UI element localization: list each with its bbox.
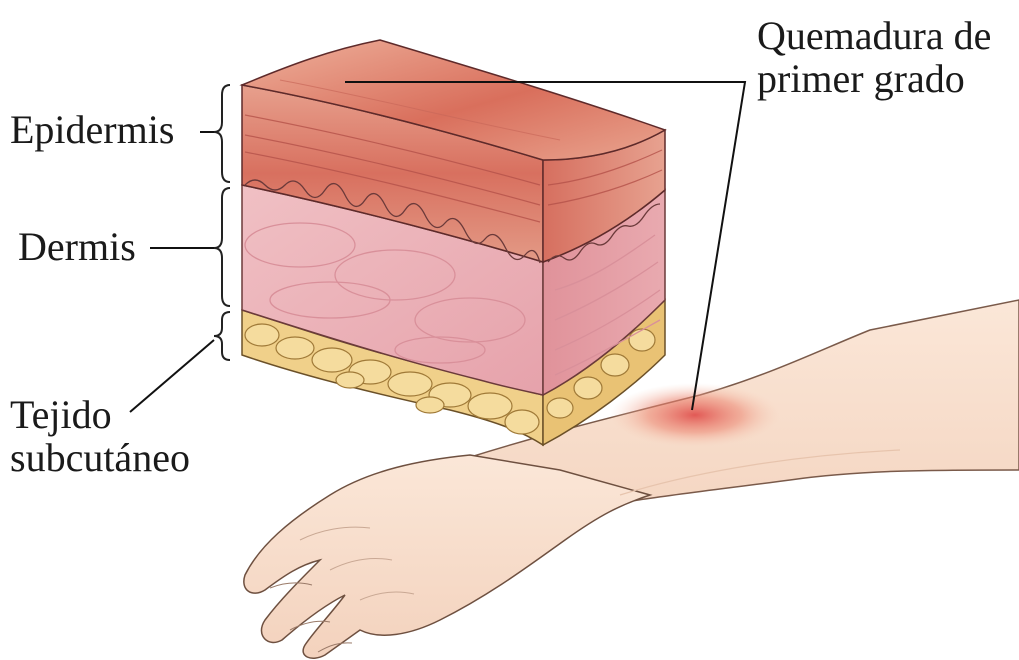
- label-subcutaneous-line1: Tejido: [10, 393, 190, 436]
- epidermis-bracket: [214, 85, 230, 182]
- label-first-degree-burn: Quemadura de primer grado: [757, 14, 991, 100]
- label-burn-line2: primer grado: [757, 57, 991, 100]
- dermis-bracket: [214, 188, 230, 306]
- label-dermis: Dermis: [18, 225, 136, 268]
- label-subcutaneous: Tejido subcutáneo: [10, 393, 190, 479]
- label-subcutaneous-line2: subcutáneo: [10, 436, 190, 479]
- skin-block: [242, 40, 665, 445]
- subcutaneous-bracket: [214, 312, 230, 360]
- label-epidermis: Epidermis: [10, 108, 174, 151]
- brackets: [214, 85, 230, 360]
- label-burn-line1: Quemadura de: [757, 14, 991, 57]
